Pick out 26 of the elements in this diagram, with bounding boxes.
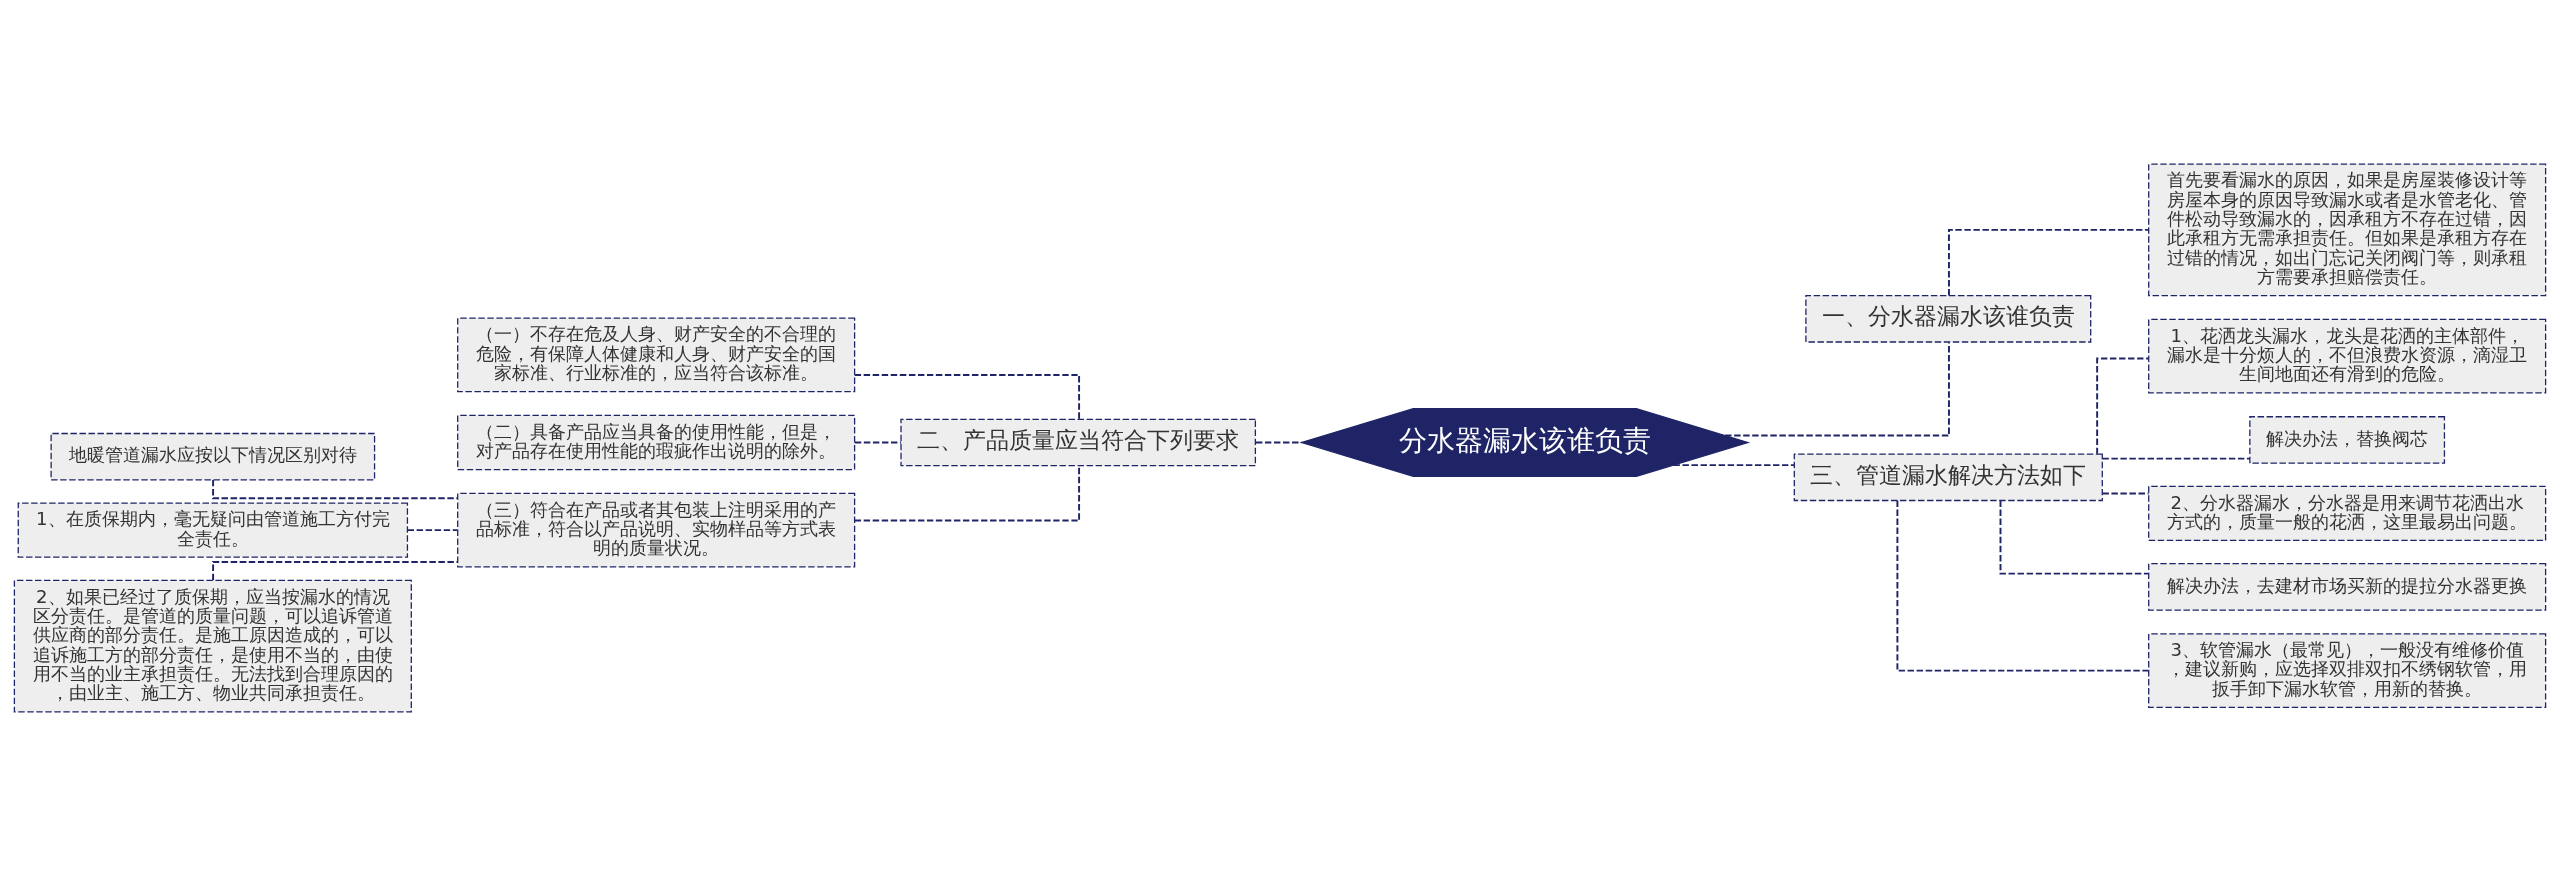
connector (406, 529, 459, 532)
node-box: （二）具备产品应当具备的使用性能，但是，对产品存在使用性能的瑕疵作出说明的除外。 (457, 414, 856, 471)
connector (853, 441, 902, 444)
node-box: 二、产品质量应当符合下列要求 (900, 418, 1257, 467)
node-box: 地暖管道漏水应按以下情况区别对待 (50, 432, 376, 481)
node-box: 1、花洒龙头漏水，龙头是花洒的主体部件，漏水是十分烦人的，不但浪费水资源，滴湿卫生间地面还有滑到的危险。 (2148, 318, 2547, 394)
node-box: 解决办法，去建材市场买新的提拉分水器更换 (2148, 563, 2547, 611)
node-box: （一）不存在危及人身、财产安全的不合理的危险，有保障人体健康和人身、财产安全的国家标准、行业标准的，应当符合该标准。 (457, 317, 856, 393)
connector (2096, 357, 2150, 455)
node-box: 一、分水器漏水该谁负责 (1805, 294, 2092, 343)
node-box: 三、管道漏水解决方法如下 (1793, 453, 2103, 502)
connector (1999, 499, 2150, 575)
node-box: 2、如果已经过了质保期，应当按漏水的情况区分责任。是管道的质量问题，可以追诉管道供应商的部分责任。是施工原因造成的，可以追诉施工方的部分责任，是使用不当的，由使用不当的业主承担责任。无法找到合理原因的，由业主、施工方、物业共同承担责任。 (13, 579, 412, 713)
connector (1948, 228, 2150, 297)
connector (853, 374, 1081, 421)
node-box: 首先要看漏水的原因，如果是房屋装修设计等房屋本身的原因导致漏水或者是水管老化、管件松动导致漏水的，因承租方不存在过错，因此承租方无需承担责任。但如果是承租方存在过错的情况，如出门忘记关闭阀门等，则承租方需要承担赔偿责任。 (2148, 163, 2547, 297)
connector (1672, 464, 1796, 467)
connector (2101, 492, 2150, 495)
connector (2101, 457, 2251, 460)
node-box: 3、软管漏水（最常见），一般没有维修价值，建议新购，应选择双排双扣不绣钢软管，用扳手卸下漏水软管，用新的替换。 (2148, 633, 2547, 708)
node-box: 解决办法，替换阀芯 (2249, 416, 2446, 464)
node-box: 1、在质保期内，毫无疑问由管道施工方付完全责任。 (17, 502, 409, 558)
node-box: （三）符合在产品或者其包装上注明采用的产品标准，符合以产品说明、实物样品等方式表明的质量状况。 (457, 492, 856, 568)
connector (1896, 499, 2150, 672)
node-box: 2、分水器漏水，分水器是用来调节花洒出水方式的，质量一般的花洒，这里最易出问题。 (2148, 485, 2547, 542)
connector (1724, 341, 1950, 437)
